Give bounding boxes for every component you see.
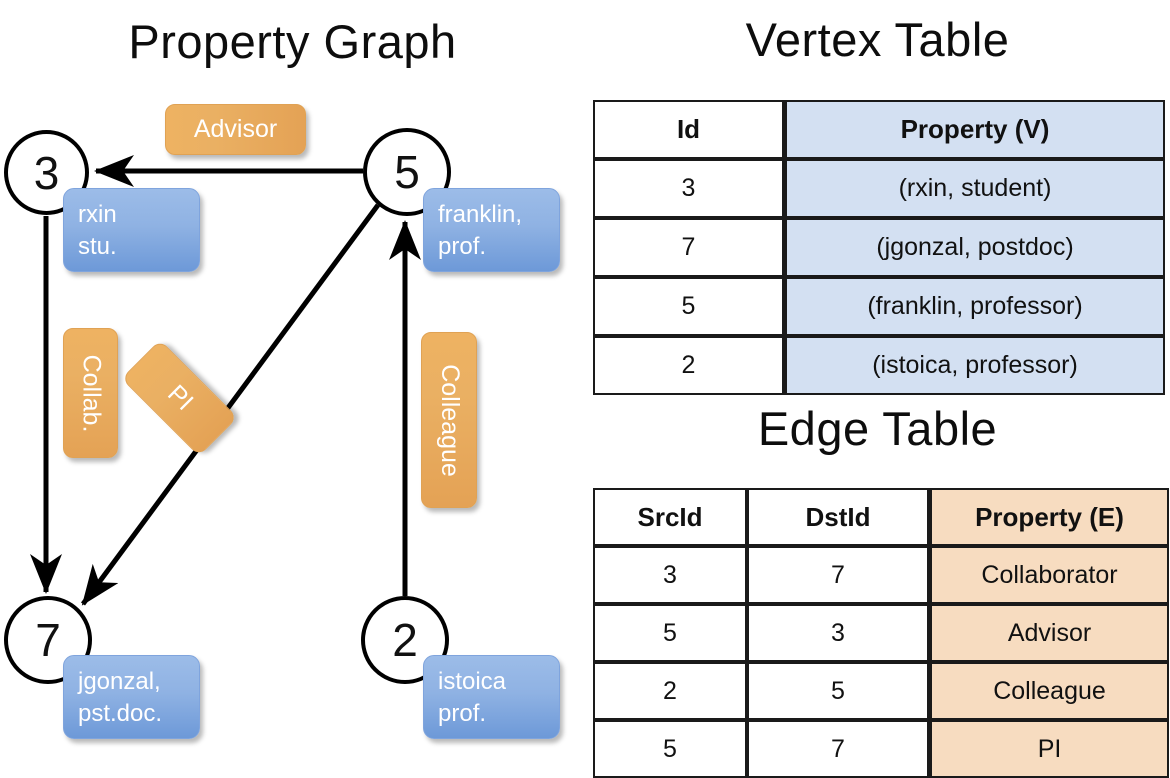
node-3-property-line-2: stu. (78, 232, 117, 260)
edge-cell-property: Collaborator (929, 546, 1169, 604)
table-row[interactable]: 3 7 Collaborator (593, 546, 1169, 604)
node-5-property-line-1: franklin, (438, 201, 523, 228)
page-title-edge-table: Edge Table (757, 402, 998, 455)
vertex-table-col-id: Id (593, 100, 784, 159)
page-title-property-graph: Property Graph (128, 15, 457, 68)
edge-table-col-property: Property (E) (929, 488, 1169, 546)
node-5[interactable]: 5 (363, 128, 451, 216)
node-7-property-box: jgonzal, pst.doc. (63, 655, 200, 739)
node-5-property-line-2: prof. (438, 232, 487, 260)
graph-edges-layer (30, 155, 421, 606)
vertex-cell-property: (franklin, professor) (784, 277, 1165, 336)
edge-label-collab-text: Collab. (77, 354, 106, 432)
edge-label-advisor-text: Advisor (193, 115, 278, 143)
edge-table-header-row: SrcId DstId Property (E) (593, 488, 1169, 546)
edge-label-colleague: Colleague (421, 332, 477, 508)
vertex-cell-id: 7 (593, 218, 784, 277)
edge-cell-property: Colleague (929, 662, 1169, 720)
edge-5-to-7 (80, 203, 381, 606)
vertex-cell-id: 2 (593, 336, 784, 395)
vertex-cell-property: (rxin, student) (784, 159, 1165, 218)
node-3-property-line-1: rxin (78, 201, 117, 228)
edge-cell-srcid: 5 (593, 720, 747, 778)
edge-cell-dstid: 7 (747, 546, 929, 604)
edge-label-pi-text: PI (161, 379, 199, 416)
table-row[interactable]: 5 3 Advisor (593, 604, 1169, 662)
table-row[interactable]: 5 (franklin, professor) (593, 277, 1165, 336)
edge-cell-dstid: 5 (747, 662, 929, 720)
table-row[interactable]: 3 (rxin, student) (593, 159, 1165, 218)
table-row[interactable]: 2 5 Colleague (593, 662, 1169, 720)
page-title-vertex-table: Vertex Table (745, 13, 1010, 66)
edge-cell-property: PI (929, 720, 1169, 778)
vertex-cell-property: (istoica, professor) (784, 336, 1165, 395)
table-row[interactable]: 2 (istoica, professor) (593, 336, 1165, 395)
vertex-cell-id: 5 (593, 277, 784, 336)
vertex-table-header-row: Id Property (V) (593, 100, 1165, 159)
edge-label-colleague-text: Colleague (435, 363, 464, 477)
edge-table: SrcId DstId Property (E) 3 7 Collaborato… (593, 488, 1169, 778)
node-7-property-line-1: jgonzal, (78, 668, 161, 695)
edge-cell-property: Advisor (929, 604, 1169, 662)
node-2-property-box: istoica prof. (423, 655, 560, 739)
edge-table-col-dstid: DstId (747, 488, 929, 546)
edge-cell-dstid: 7 (747, 720, 929, 778)
vertex-cell-property: (jgonzal, postdoc) (784, 218, 1165, 277)
node-2-property-line-2: prof. (438, 699, 487, 727)
node-7-property-line-2: pst.doc. (78, 699, 163, 727)
vertex-cell-id: 3 (593, 159, 784, 218)
table-row[interactable]: 7 (jgonzal, postdoc) (593, 218, 1165, 277)
node-2[interactable]: 2 (361, 596, 449, 684)
node-5-property-box: franklin, prof. (423, 188, 560, 272)
vertex-table-col-property: Property (V) (784, 100, 1165, 159)
edge-label-collab: Collab. (63, 328, 118, 458)
node-2-property-line-1: istoica (438, 668, 507, 695)
edge-label-advisor: Advisor (165, 104, 306, 155)
edge-cell-srcid: 3 (593, 546, 747, 604)
edge-table-col-srcid: SrcId (593, 488, 747, 546)
node-3-property-box: rxin stu. (63, 188, 200, 272)
table-row[interactable]: 5 7 PI (593, 720, 1169, 778)
edge-cell-dstid: 3 (747, 604, 929, 662)
vertex-table: Id Property (V) 3 (rxin, student) 7 (jgo… (593, 100, 1165, 395)
property-graph-diagram: 3 5 7 2 rxin stu. franklin, prof. jgonza… (0, 0, 585, 760)
edge-cell-srcid: 5 (593, 604, 747, 662)
edge-cell-srcid: 2 (593, 662, 747, 720)
